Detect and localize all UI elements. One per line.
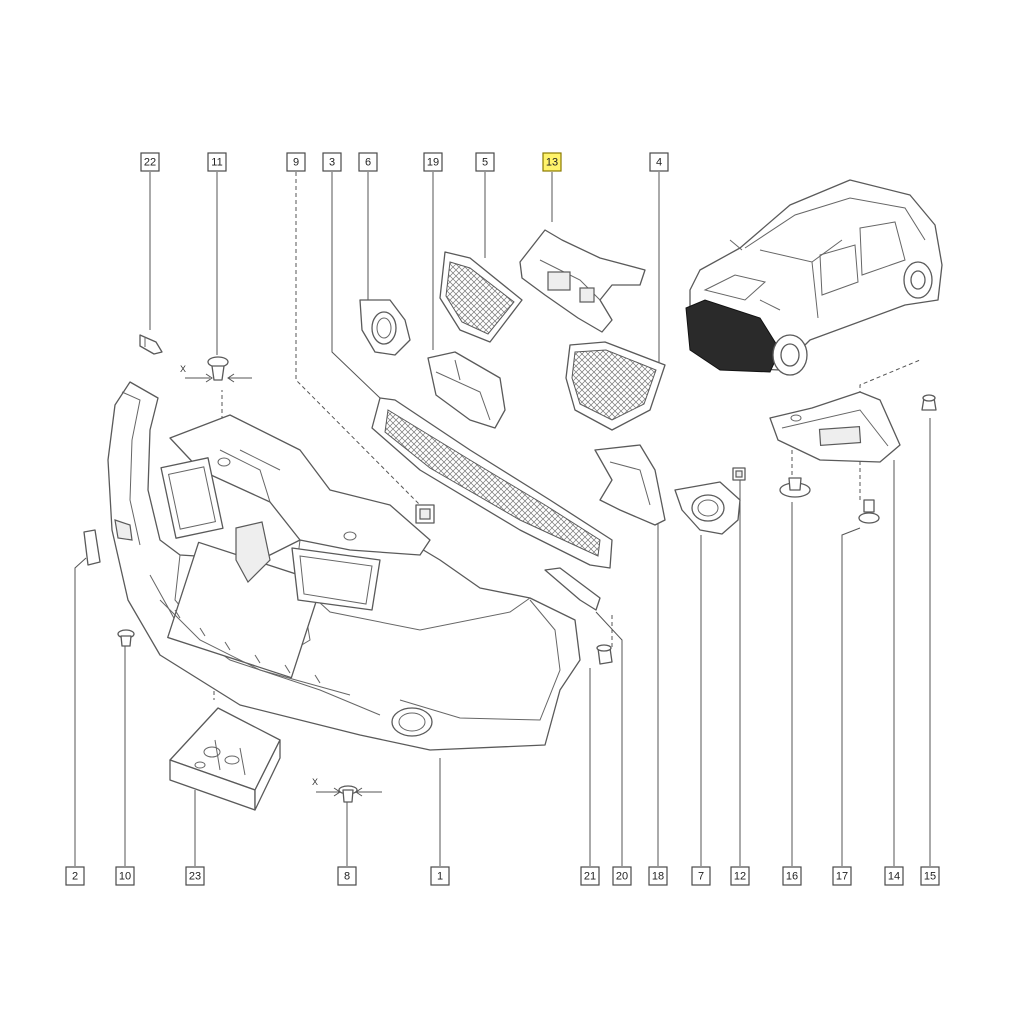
callout-box (612, 866, 632, 886)
part-8-screw: X (312, 777, 382, 803)
callout-box (649, 152, 669, 172)
callout-11: 11 (207, 152, 227, 172)
part-3-lower-grille (371, 397, 613, 569)
callout-1: 1 (430, 866, 450, 886)
callout-box (140, 152, 160, 172)
callout-label: 21 (584, 871, 596, 883)
part-9-clip (415, 504, 435, 524)
part-5-upper-grille (439, 251, 523, 343)
part-10-screw (117, 629, 135, 647)
callout-23: 23 (185, 866, 205, 886)
callout-12: 12 (730, 866, 750, 886)
part-6-fog-lamp-bracket (359, 299, 411, 356)
callout-21: 21 (580, 866, 600, 886)
callout-box (65, 866, 85, 886)
callout-box (430, 866, 450, 886)
callout-label: 12 (734, 871, 746, 883)
callouts-top: 22 11 9 3 6 19 5 13 4 (140, 152, 669, 172)
car-overview (685, 179, 943, 376)
callout-label: 4 (656, 157, 662, 169)
callout-16: 16 (782, 866, 802, 886)
axis-marker-lower: X (312, 777, 318, 787)
callout-17: 17 (832, 866, 852, 886)
callout-box (782, 866, 802, 886)
callout-label: 6 (365, 157, 371, 169)
callout-5: 5 (475, 152, 495, 172)
callout-14: 14 (884, 866, 904, 886)
callout-box (286, 152, 306, 172)
callout-label: 2 (72, 871, 78, 883)
callout-box (207, 152, 227, 172)
part-19-deflector (427, 351, 506, 429)
part-4-upper-grille-right (565, 341, 666, 431)
callout-box (322, 152, 342, 172)
callout-3: 3 (322, 152, 342, 172)
callout-label: 17 (836, 871, 848, 883)
callout-13: 13 (542, 152, 562, 172)
callout-box (920, 866, 940, 886)
callout-label: 19 (427, 157, 439, 169)
part-20-strip (544, 567, 601, 611)
callout-22: 22 (140, 152, 160, 172)
callout-box (358, 152, 378, 172)
callout-label: 5 (482, 157, 488, 169)
callout-label: 13 (546, 157, 558, 169)
callout-19: 19 (423, 152, 443, 172)
part-18-side-deflector (594, 444, 666, 526)
part-22-clip (139, 334, 163, 355)
callout-6: 6 (358, 152, 378, 172)
part-13-bracket (519, 229, 646, 333)
part-16-washer (779, 477, 811, 498)
part-15-clip (921, 394, 937, 411)
callout-label: 10 (119, 871, 131, 883)
callout-box (730, 866, 750, 886)
callout-8: 8 (337, 866, 357, 886)
callout-label: 8 (344, 871, 350, 883)
part-12-clip (732, 467, 746, 481)
callout-label: 14 (888, 871, 900, 883)
callout-box (691, 866, 711, 886)
callout-box (337, 866, 357, 886)
callout-20: 20 (612, 866, 632, 886)
bumper-reinforcement (160, 414, 431, 611)
leader-lines (74, 172, 931, 866)
callout-label: 15 (924, 871, 936, 883)
callout-box (884, 866, 904, 886)
callout-10: 10 (115, 866, 135, 886)
callout-label: 9 (293, 157, 299, 169)
callout-9: 9 (286, 152, 306, 172)
callout-label: 22 (144, 157, 156, 169)
part-21-clip (596, 644, 613, 665)
callout-box (580, 866, 600, 886)
callout-4: 4 (649, 152, 669, 172)
callout-2: 2 (65, 866, 85, 886)
part-14-undertray (769, 391, 901, 463)
callout-box (423, 152, 443, 172)
callout-label: 1 (437, 871, 443, 883)
callout-7: 7 (691, 866, 711, 886)
callout-label: 11 (211, 157, 222, 169)
axis-marker-upper: X (180, 364, 186, 374)
callout-18: 18 (648, 866, 668, 886)
callouts-bottom: 2 10 23 8 1 21 20 18 7 12 16 17 14 15 (65, 866, 940, 886)
part-23-fastener-kit (169, 707, 281, 811)
part-2-bracket (83, 529, 101, 566)
callout-label: 7 (698, 871, 704, 883)
callout-box (832, 866, 852, 886)
callout-box (542, 152, 562, 172)
callout-label: 3 (329, 157, 335, 169)
part-11-screw: X (180, 356, 252, 383)
callout-label: 16 (786, 871, 798, 883)
callout-box (648, 866, 668, 886)
callout-box (475, 152, 495, 172)
callout-label: 20 (616, 871, 628, 883)
callout-15: 15 (920, 866, 940, 886)
part-17-screw (858, 499, 880, 524)
callout-label: 18 (652, 871, 664, 883)
callout-label: 23 (189, 871, 201, 883)
callout-box (115, 866, 135, 886)
callout-box (185, 866, 205, 886)
part-7-fog-lamp-bracket (674, 481, 741, 535)
